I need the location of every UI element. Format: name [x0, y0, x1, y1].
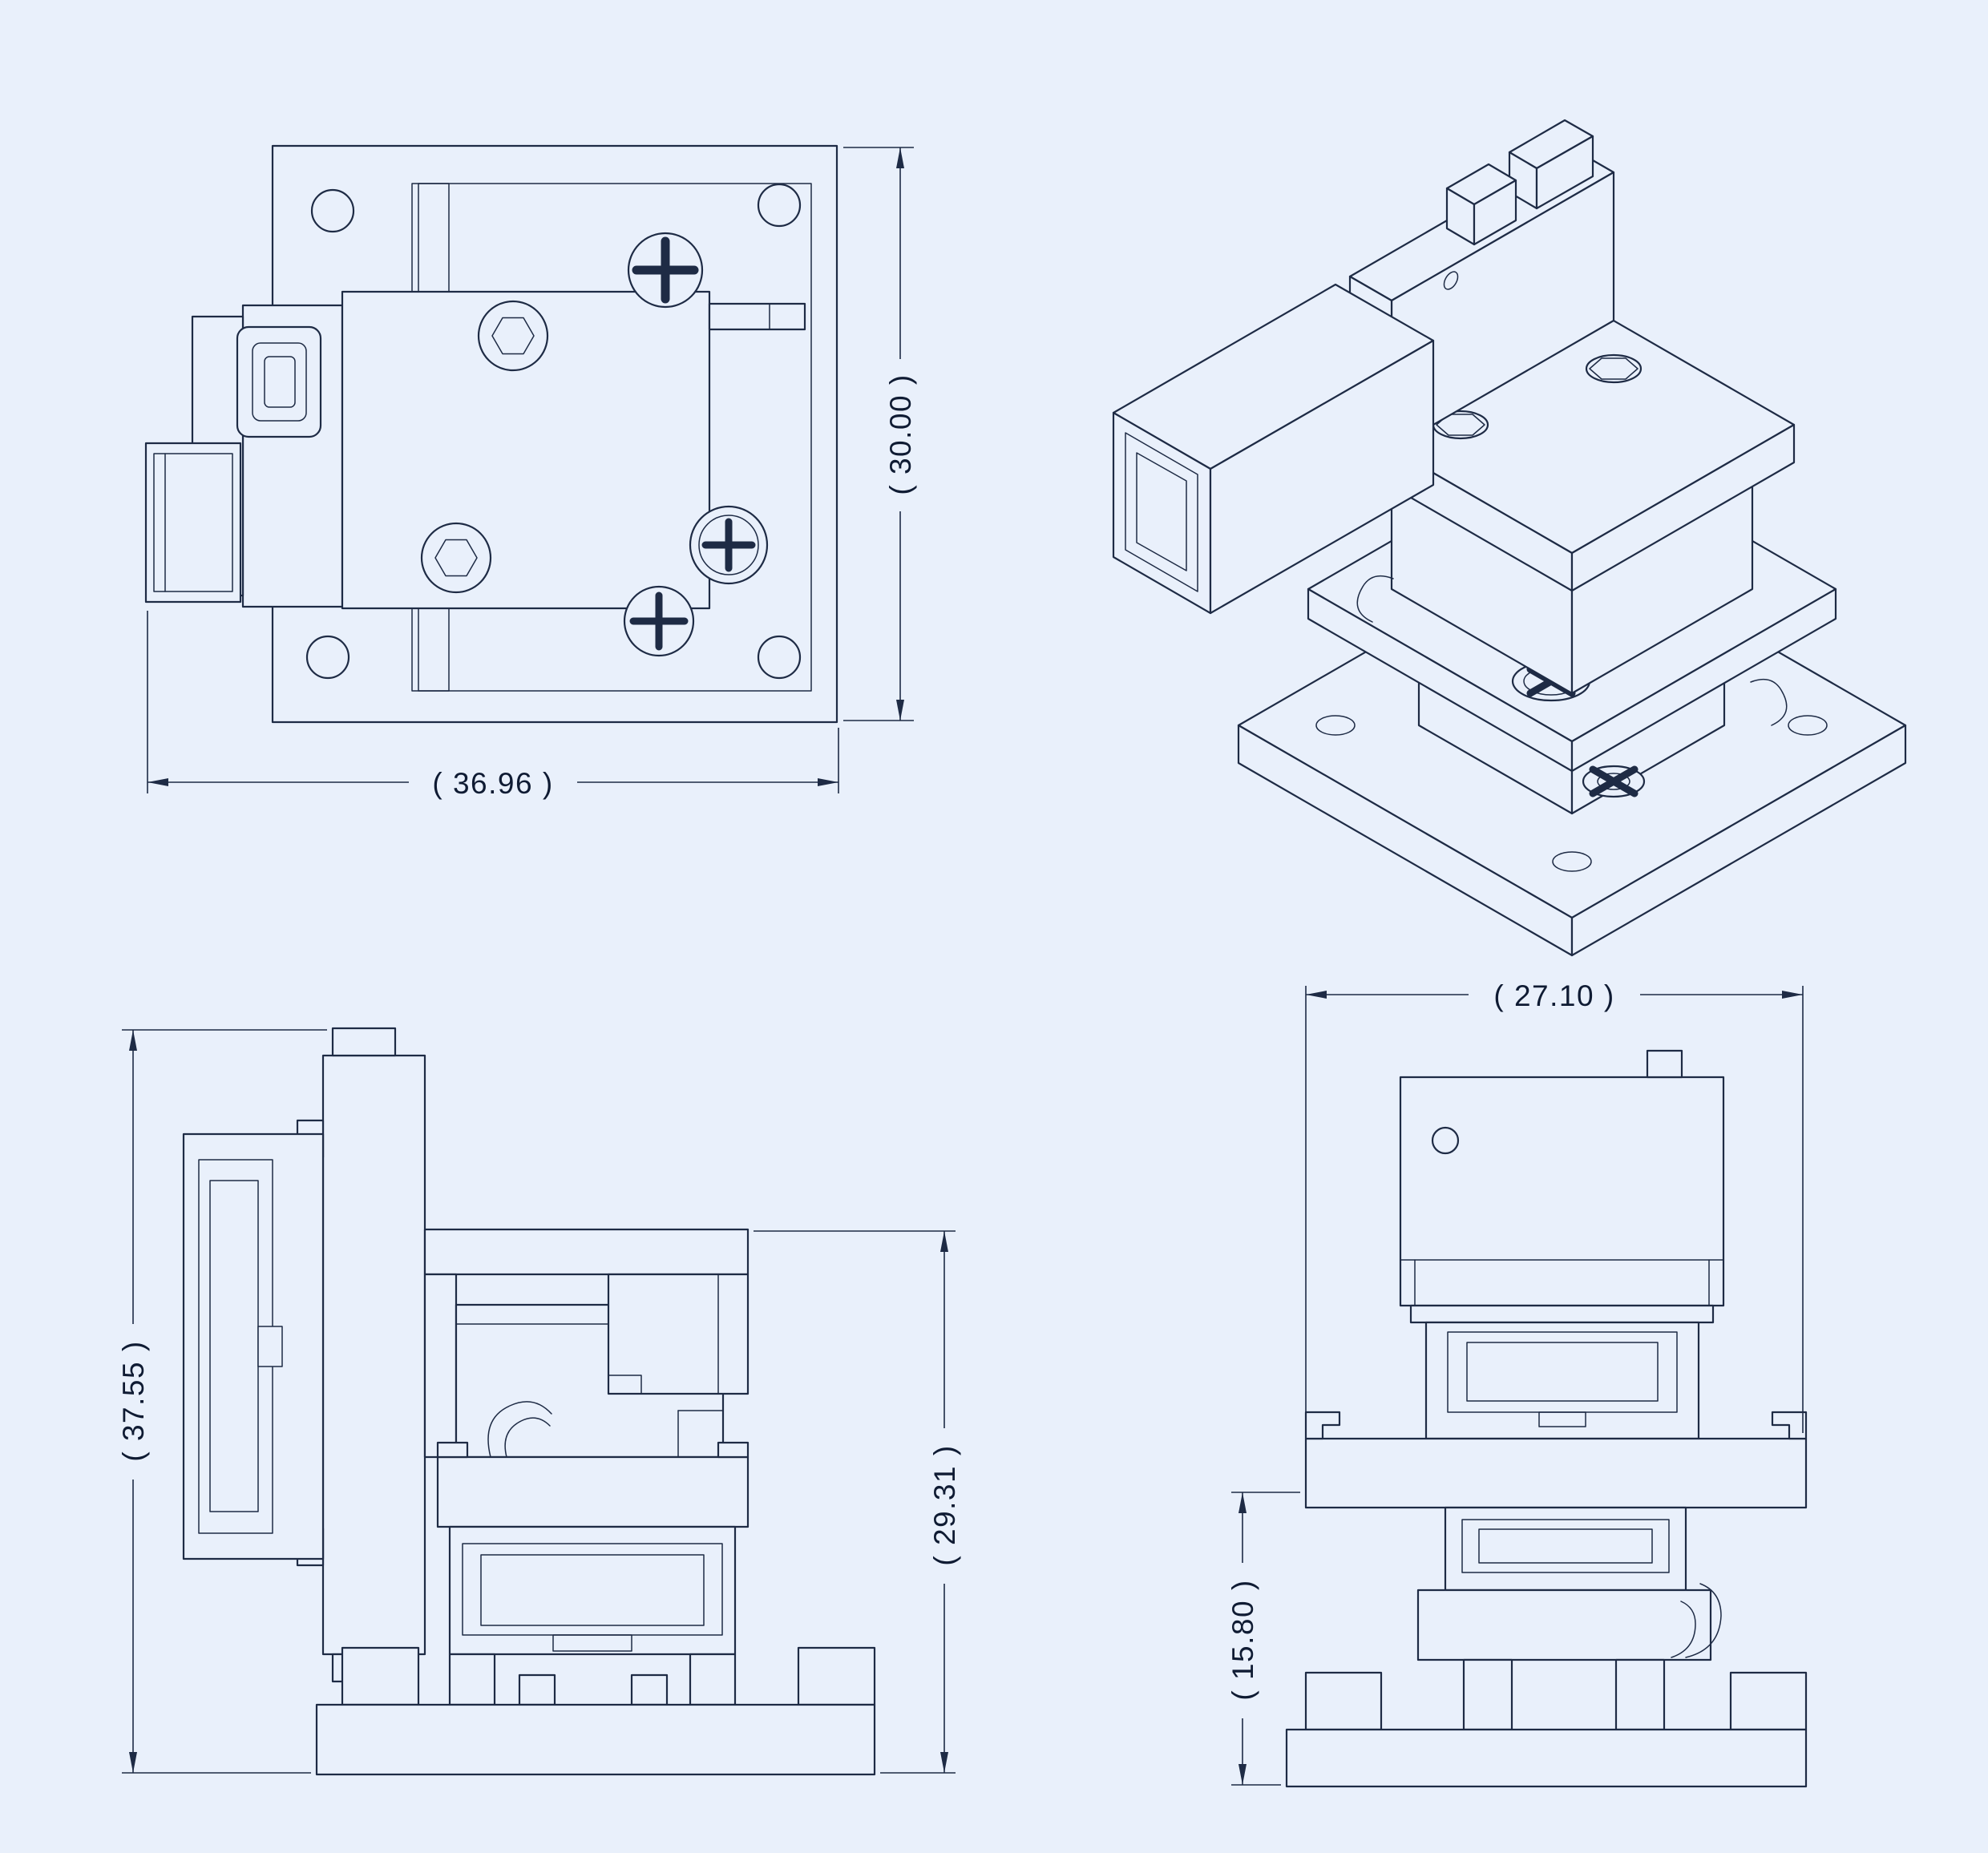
isometric-view — [1112, 119, 1907, 957]
side-view: ( 37.55 ) ( 29.31 ) — [112, 1027, 965, 1776]
side-arm-bracket — [423, 1228, 750, 1459]
latch-clip — [1356, 575, 1394, 623]
hex-socket-screw — [420, 522, 492, 594]
iso-hex-screw — [1585, 353, 1643, 384]
phillips-screw — [627, 232, 704, 309]
flange-lip — [1304, 1411, 1341, 1440]
dimension-side-overall-height: ( 37.55 ) — [112, 1029, 327, 1774]
hex-socket-screw — [477, 300, 549, 372]
corner-hole — [1788, 715, 1828, 736]
dim-label-side-overall: ( 37.55 ) — [117, 1340, 150, 1461]
dim-label-top-height: ( 30.00 ) — [884, 373, 917, 495]
side-base-plate — [315, 1703, 876, 1776]
latch-clip — [1685, 1583, 1722, 1658]
dim-label-top-width: ( 36.96 ) — [432, 767, 553, 800]
side-clamp-block — [607, 1273, 750, 1395]
dimension-side-assembly-height: ( 29.31 ) — [754, 1230, 965, 1774]
dimension-top-height: ( 30.00 ) — [843, 147, 922, 721]
dimension-top-width: ( 36.96 ) — [147, 611, 839, 803]
corner-hole — [305, 635, 350, 680]
latch-clip — [1750, 678, 1788, 726]
front-top-block — [1399, 1049, 1725, 1324]
corner-hole — [1552, 851, 1592, 872]
side-flange — [436, 1441, 750, 1528]
latch-clip — [487, 1401, 552, 1458]
dimension-front-width: ( 27.10 ) — [1305, 975, 1804, 1433]
side-connector — [182, 1132, 325, 1560]
iso-connector — [1112, 283, 1435, 615]
front-view: ( 27.10 ) ( 15.80 ) — [1222, 975, 1808, 1788]
flange-lip — [1771, 1411, 1808, 1440]
front-lower-socket — [1416, 1506, 1722, 1661]
front-socket-body — [1424, 1321, 1700, 1440]
side-tab — [708, 302, 806, 331]
connector-top — [144, 304, 344, 608]
bracket-hole — [1443, 271, 1459, 290]
side-feet — [341, 1646, 876, 1706]
corner-hole — [310, 188, 355, 233]
side-lower-socket — [448, 1525, 737, 1656]
dim-label-front-width: ( 27.10 ) — [1493, 979, 1614, 1012]
top-view: ( 36.96 ) ( 30.00 ) — [144, 144, 922, 803]
front-feet — [1304, 1658, 1808, 1731]
dimension-front-lower-height: ( 15.80 ) — [1222, 1492, 1300, 1786]
iso-phillips-screw — [1582, 765, 1646, 798]
front-base-plate — [1285, 1728, 1808, 1788]
latch-clip — [504, 1417, 551, 1458]
corner-hole — [757, 635, 802, 680]
phillips-screw — [689, 505, 769, 585]
dim-label-side-assembly: ( 29.31 ) — [928, 1444, 961, 1565]
dim-label-front-lower-height: ( 15.80 ) — [1226, 1579, 1259, 1700]
corner-hole — [757, 183, 802, 228]
phillips-screw — [623, 585, 695, 657]
block-hole — [1431, 1126, 1460, 1155]
corner-hole — [1315, 715, 1356, 736]
latch-clip — [1671, 1601, 1696, 1658]
